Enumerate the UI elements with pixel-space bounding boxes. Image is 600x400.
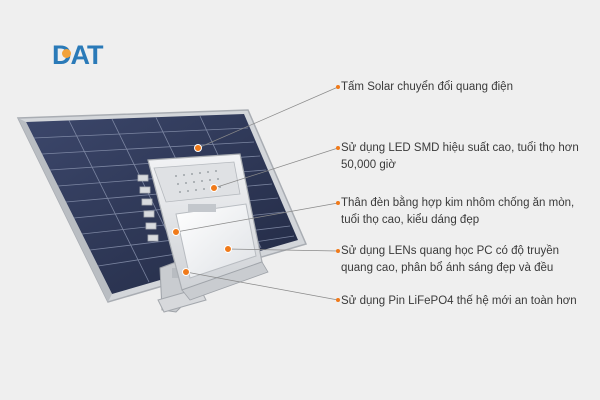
marker-housing xyxy=(172,228,180,236)
marker-lens xyxy=(224,245,232,253)
marker-battery xyxy=(182,268,190,276)
marker-led xyxy=(210,184,218,192)
callout-lifepo4-battery: Sử dụng Pin LiFePO4 thế hệ mới an toàn h… xyxy=(341,295,577,307)
callout-pc-lens: Sử dụng LENs quang học PC có độ truyền q… xyxy=(341,245,560,274)
callout-solar-panel: Tấm Solar chuyển đổi quang điện xyxy=(341,81,513,93)
callout-markers xyxy=(172,144,232,276)
logo-mark-icon xyxy=(62,49,71,58)
marker-solar xyxy=(194,144,202,152)
callout-aluminum-housing: Thân đèn bằng hợp kim nhôm chống ăn mòn,… xyxy=(341,197,575,226)
floodlight xyxy=(137,153,269,301)
callout-led-smd: Sử dụng LED SMD hiệu suất cao, tuổi thọ … xyxy=(341,142,579,171)
brand-logo: DAT xyxy=(52,40,103,71)
brand-logo-text: DAT xyxy=(52,40,103,70)
leader-lines xyxy=(175,86,339,301)
